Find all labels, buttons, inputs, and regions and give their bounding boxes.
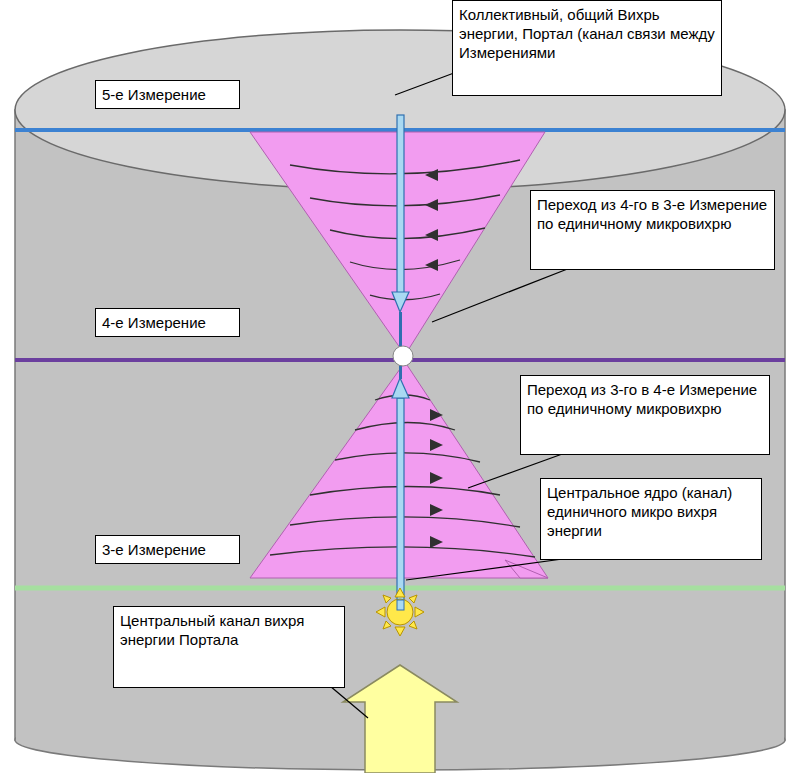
node-text: Переход из 3-го в 4-е Измерение по едини… (527, 380, 763, 418)
callout-box: Переход из 3-го в 4-е Измерение по едини… (520, 375, 770, 455)
node-text: 4-е Измерение (102, 313, 233, 332)
dimension-label: 5-е Измерение (95, 80, 240, 109)
vortex-tip (505, 560, 548, 578)
node-text: Коллективный, общий Вихрь энергии, Порта… (459, 5, 715, 62)
arrow-head (392, 378, 409, 398)
portal-arrow (343, 665, 457, 773)
node-text: 3-е Измерение (102, 540, 233, 559)
callout-box: Коллективный, общий Вихрь энергии, Порта… (452, 0, 722, 96)
node-text: Центральный канал вихря энергии Портала (120, 611, 338, 649)
callout-box: Центральное ядро (канал) единичного микр… (540, 478, 762, 560)
node-text: Центральное ядро (канал) единичного микр… (547, 483, 755, 540)
central-channel (397, 600, 404, 610)
cylinder-body (15, 110, 785, 740)
central-channel (397, 398, 404, 603)
node-text: Переход из 4-го в 3-е Измерение по едини… (537, 195, 768, 233)
central-channel (399, 312, 402, 350)
callout-box: Центральный канал вихря энергии Портала (113, 606, 345, 688)
dimension-label: 3-е Измерение (95, 535, 240, 564)
node-text: 5-е Измерение (102, 85, 233, 104)
callout-box: Переход из 4-го в 3-е Измерение по едини… (530, 190, 775, 270)
sun-symbol (376, 588, 424, 636)
central-channel (399, 365, 402, 379)
flow-arrows (425, 169, 443, 548)
central-channel (397, 115, 404, 295)
dimension-label: 4-е Измерение (95, 308, 240, 337)
arrow-head (392, 292, 409, 312)
junction-point (393, 346, 413, 366)
